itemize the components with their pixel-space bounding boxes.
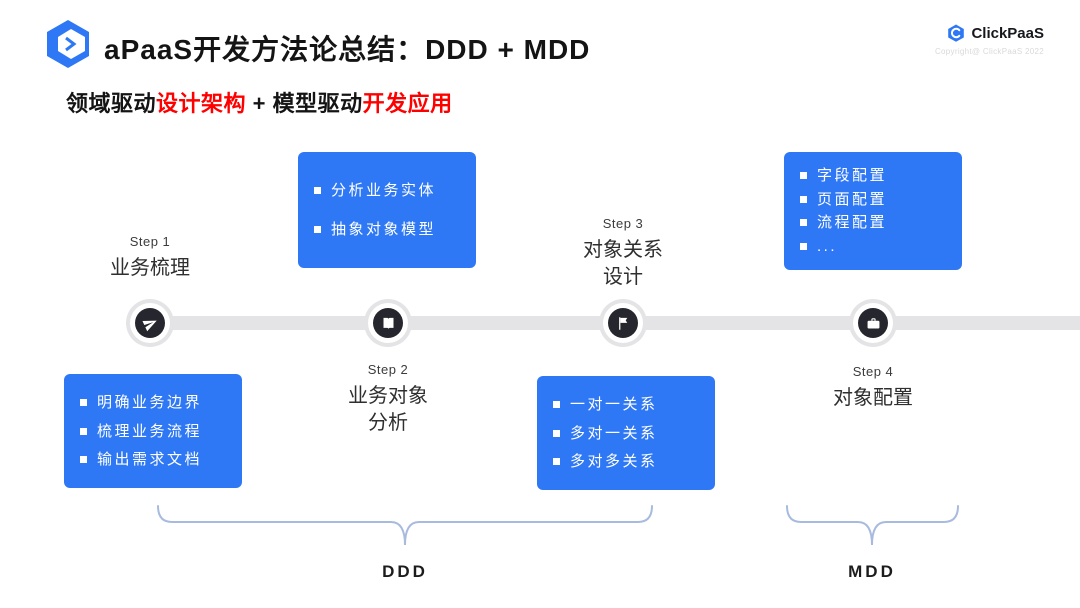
bullet-square-icon	[80, 399, 87, 407]
list-item: 输出需求文档	[80, 452, 226, 467]
subtitle: 领域驱动设计架构 + 模型驱动开发应用	[66, 86, 453, 118]
briefcase-icon	[867, 317, 879, 328]
mdd-brace	[786, 505, 959, 546]
step2-text: Step 2 业务对象 分析	[308, 362, 468, 437]
copyright-text: Copyright@ ClickPaaS 2022	[934, 47, 1044, 56]
card-item-text: 页面配置	[817, 190, 888, 208]
list-item: 页面配置	[800, 192, 946, 207]
step-name: 业务梳理	[110, 257, 190, 279]
bullet-square-icon	[80, 427, 87, 435]
step-name: 业务对象	[348, 385, 428, 407]
subtitle-red-1: 设计架构	[156, 91, 247, 116]
bullet-square-icon	[800, 172, 807, 180]
bullet-square-icon	[314, 225, 321, 233]
step2-card: 分析业务实体 抽象对象模型	[298, 152, 476, 268]
card-item-text: 流程配置	[817, 214, 888, 232]
card-item-text: 一对一关系	[570, 396, 658, 414]
card-item-text: ...	[817, 237, 838, 255]
step4-text: Step 4 对象配置	[793, 364, 953, 412]
bullet-square-icon	[314, 187, 321, 195]
ddd-brace	[157, 505, 653, 546]
card-item-text: 抽象对象模型	[331, 220, 437, 238]
step-name-line2: 分析	[368, 412, 408, 434]
step2-marker	[364, 299, 412, 347]
hexagon-emblem-icon	[47, 20, 89, 68]
bullet-square-icon	[553, 401, 560, 409]
marker-ring	[130, 303, 170, 343]
step3-marker	[599, 299, 647, 347]
card-item-text: 梳理业务流程	[97, 422, 203, 440]
list-item: ...	[800, 239, 946, 254]
marker-core	[135, 308, 165, 338]
step-name-line2: 设计	[603, 266, 643, 288]
bullet-square-icon	[800, 242, 807, 250]
marker-core	[373, 308, 403, 338]
logo-text: ClickPaaS	[971, 24, 1044, 42]
step-label: Step 2	[367, 362, 409, 377]
step4-marker	[849, 299, 897, 347]
bullet-square-icon	[800, 195, 807, 203]
step3-card: 一对一关系 多对一关系 多对多关系	[537, 376, 715, 490]
list-item: 字段配置	[800, 168, 946, 183]
bullet-square-icon	[800, 219, 807, 227]
step-label: Step 3	[602, 216, 644, 231]
subtitle-red-2: 开发应用	[362, 91, 453, 116]
list-item: 流程配置	[800, 215, 946, 230]
step3-text: Step 3 对象关系 设计	[543, 216, 703, 291]
clickpaas-logo-icon	[948, 24, 965, 42]
ddd-group-label: DDD	[382, 562, 428, 581]
list-item: 多对一关系	[553, 426, 699, 441]
paper-plane-icon	[141, 320, 157, 331]
step4-card: 字段配置 页面配置 流程配置 ...	[784, 152, 962, 270]
marker-ring	[603, 303, 643, 343]
card-item-text: 字段配置	[817, 167, 888, 185]
bullet-square-icon	[553, 457, 560, 465]
marker-core	[608, 308, 638, 338]
page-title: aPaaS开发方法论总结：DDD + MDD	[104, 34, 591, 65]
card-item-text: 多对一关系	[570, 424, 658, 442]
step1-text: Step 1 业务梳理	[70, 234, 230, 282]
bullet-square-icon	[80, 455, 87, 463]
card-item-text: 明确业务边界	[97, 394, 203, 412]
list-item: 梳理业务流程	[80, 424, 226, 439]
card-item-text: 分析业务实体	[331, 182, 437, 200]
subtitle-black-1: 领域驱动	[66, 91, 157, 116]
step1-card: 明确业务边界 梳理业务流程 输出需求文档	[64, 374, 242, 488]
flag-icon	[618, 316, 627, 330]
marker-ring	[368, 303, 408, 343]
card-item-text: 多对多关系	[570, 452, 658, 470]
step1-marker	[126, 299, 174, 347]
book-icon	[383, 317, 393, 329]
card-item-text: 输出需求文档	[97, 450, 203, 468]
marker-core	[858, 308, 888, 338]
list-item: 多对多关系	[553, 454, 699, 469]
step-name: 对象关系	[583, 239, 663, 261]
step-name: 对象配置	[833, 387, 913, 409]
mdd-group-label: MDD	[848, 562, 896, 581]
step-label: Step 4	[852, 364, 894, 379]
bullet-square-icon	[553, 429, 560, 437]
list-item: 一对一关系	[553, 397, 699, 412]
step-label: Step 1	[129, 234, 171, 249]
subtitle-black-2: + 模型驱动	[246, 91, 363, 116]
list-item: 明确业务边界	[80, 395, 226, 410]
list-item: 分析业务实体	[314, 183, 460, 198]
list-item: 抽象对象模型	[314, 222, 460, 237]
clickpaas-logo: ClickPaaS	[947, 24, 1044, 42]
marker-ring	[853, 303, 893, 343]
